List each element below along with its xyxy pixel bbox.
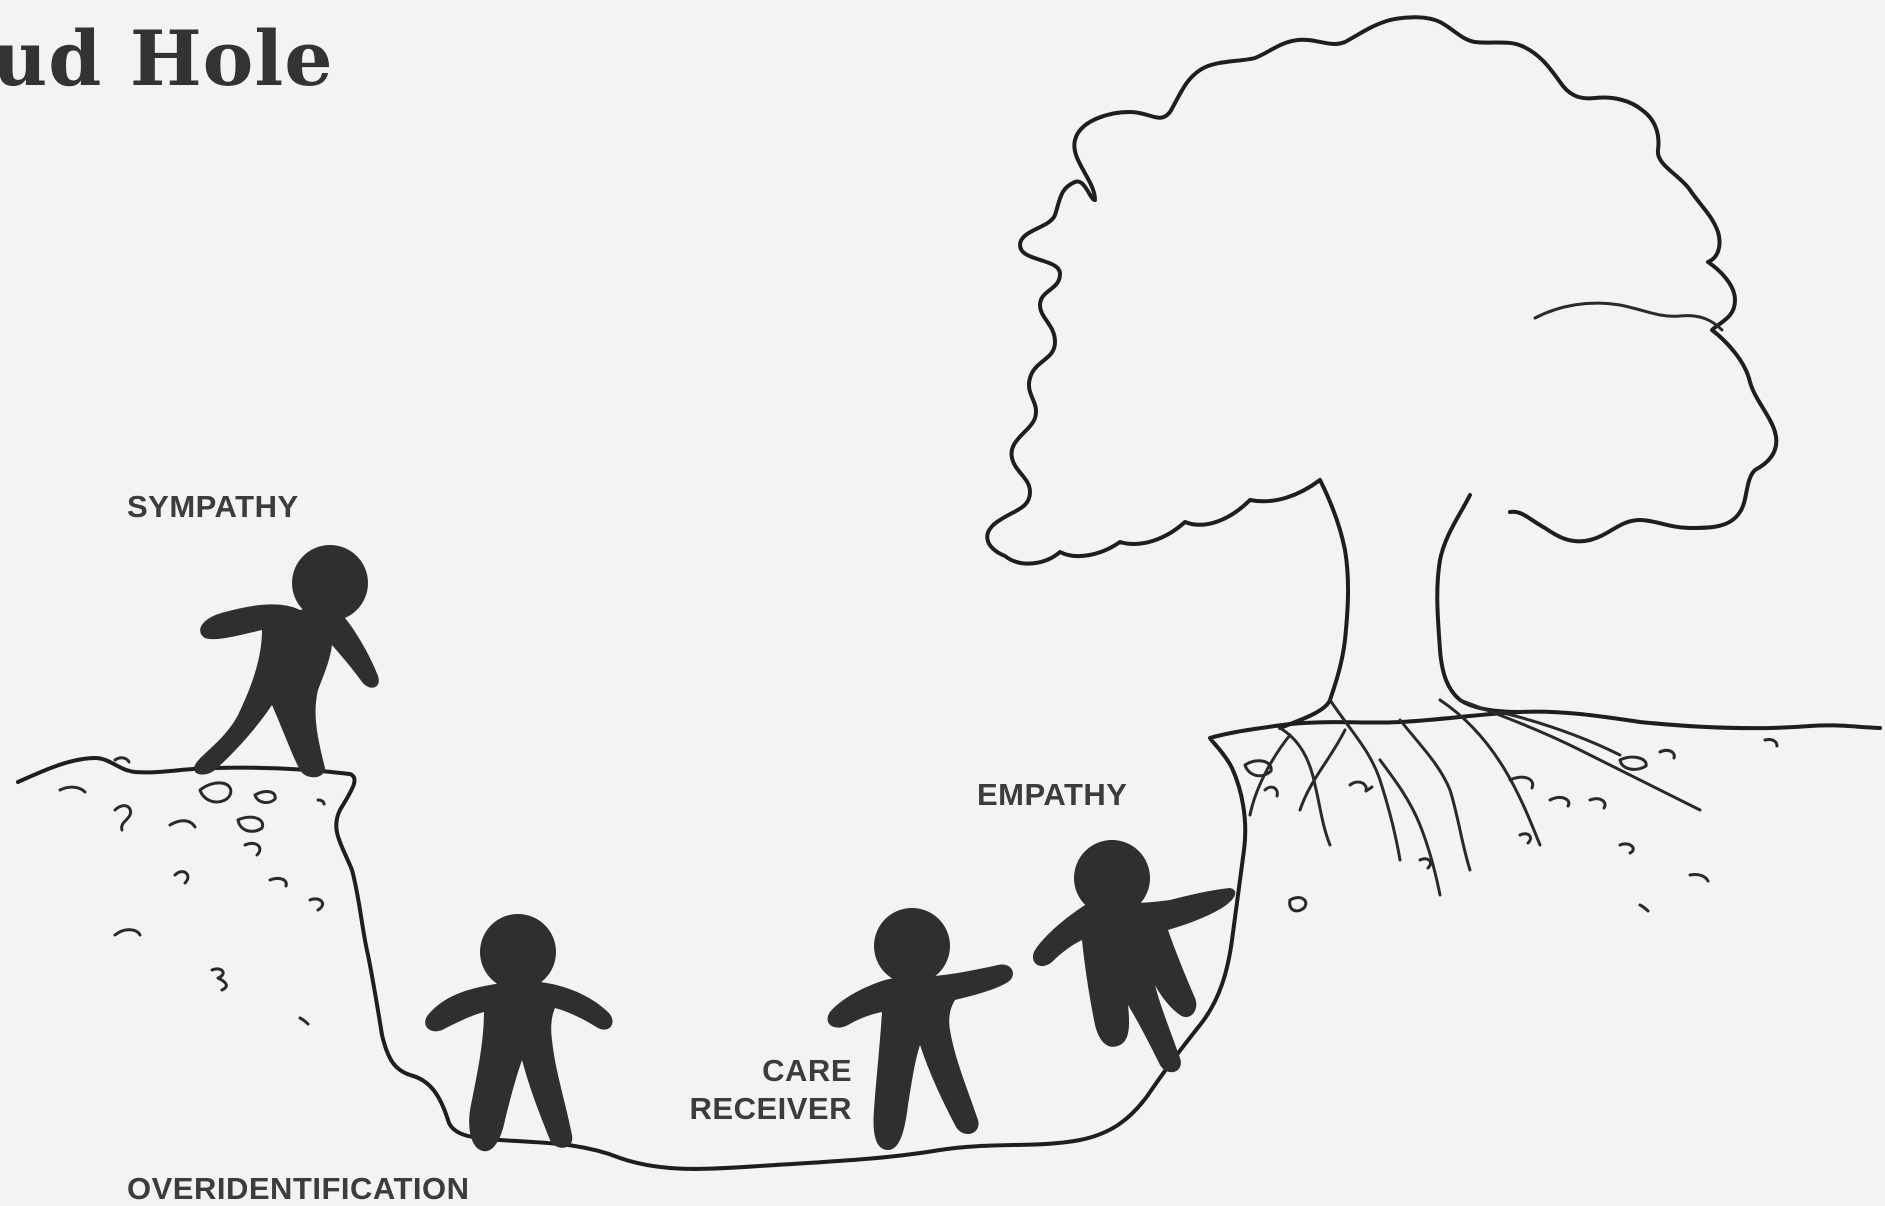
label-sympathy: SYMPATHY — [127, 488, 299, 526]
tree-roots — [1250, 700, 1700, 895]
care-receiver-person — [828, 908, 1013, 1150]
canopy-inner-curve — [1535, 303, 1722, 330]
label-care-line2: RECEIVER — [652, 1090, 852, 1128]
sympathy-person — [194, 545, 379, 777]
tree-trunk-right — [1437, 495, 1520, 712]
tree-canopy — [987, 17, 1776, 563]
overidentification-person — [425, 914, 612, 1151]
dirt-marks-left — [60, 758, 324, 1024]
label-care-receiver: CARE RECEIVER — [652, 1052, 852, 1128]
empathy-person — [1033, 840, 1235, 1072]
tree-trunk — [1280, 480, 1348, 728]
label-care-line1: CARE — [652, 1052, 852, 1090]
label-overidentification: OVERIDENTIFICATION — [127, 1170, 470, 1206]
label-empathy: EMPATHY — [977, 776, 1127, 814]
